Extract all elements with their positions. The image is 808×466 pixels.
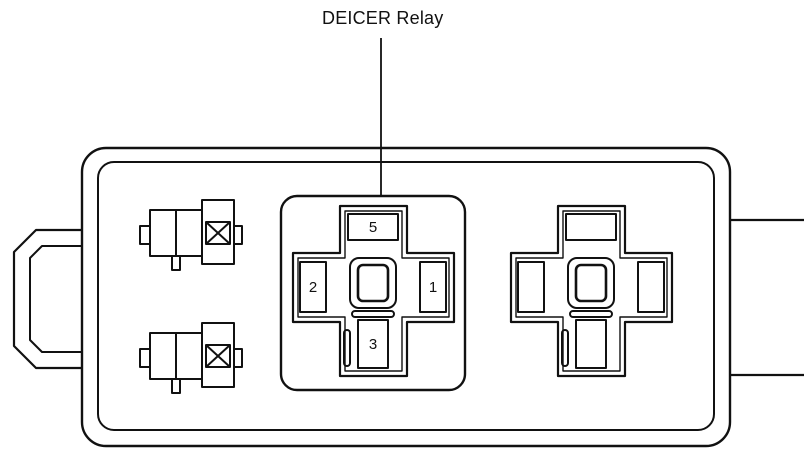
deicer-relay-callout-label: DEICER Relay xyxy=(322,8,444,28)
relay-socket-right xyxy=(509,204,674,378)
relay-slot-vertical xyxy=(343,329,351,367)
small-connector-top xyxy=(139,199,243,271)
small-connector-bottom xyxy=(139,322,243,394)
relay-center-boss-inner xyxy=(356,263,390,303)
fuse-block-housing xyxy=(80,146,732,448)
deicer-relay-highlight xyxy=(279,194,467,392)
right-mounting-tab xyxy=(730,218,804,377)
relay-pin-label-1: 1 xyxy=(429,279,437,296)
relay-pin-label-2: 2 xyxy=(309,279,317,296)
relay-slot-horizontal xyxy=(351,310,395,318)
relay-terminal-3 xyxy=(357,319,389,369)
relay-terminal-5 xyxy=(347,213,399,241)
relay-pin-label-5: 5 xyxy=(369,219,377,236)
left-mounting-tab xyxy=(12,228,82,370)
relay-center-boss-outer xyxy=(349,257,397,309)
relay-terminal-2 xyxy=(299,261,327,313)
deicer-relay-socket xyxy=(291,204,456,378)
relay-pin-label-3: 3 xyxy=(369,336,377,353)
relay-terminal-1 xyxy=(419,261,447,313)
fuse-block-inner-outline xyxy=(97,161,715,431)
